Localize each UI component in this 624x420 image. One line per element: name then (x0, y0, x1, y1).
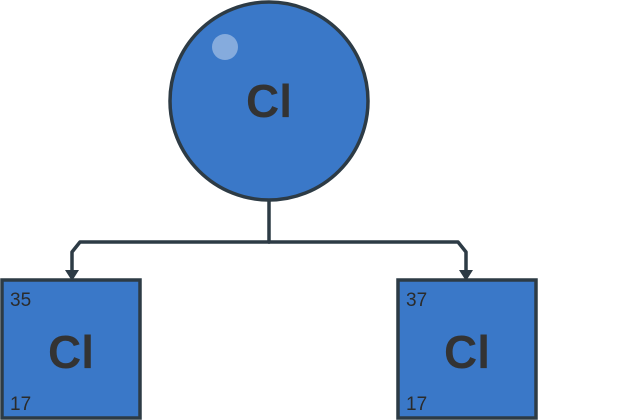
isotope-atomic-number: 17 (406, 394, 427, 415)
isotope-atomic-number: 17 (10, 394, 31, 415)
isotope-card-cl35: 35 Cl 17 (0, 278, 142, 420)
isotope-symbol: Cl (48, 326, 94, 378)
arrowhead-left-icon (65, 270, 79, 281)
connector-right-branch (267, 240, 468, 274)
atom-circle (168, 0, 370, 202)
connector-left-branch (70, 240, 271, 274)
parent-atom: Cl (168, 0, 370, 202)
parent-atom-symbol: Cl (246, 75, 292, 127)
arrowhead-right-icon (459, 270, 473, 281)
isotope-box (396, 278, 538, 420)
isotope-symbol: Cl (444, 326, 490, 378)
isotope-mass-number: 37 (406, 290, 427, 311)
atom-highlight (212, 34, 238, 60)
connector (70, 198, 468, 274)
isotope-box (0, 278, 142, 420)
isotope-mass-number: 35 (10, 290, 31, 311)
isotope-card-cl37: 37 Cl 17 (396, 278, 538, 420)
